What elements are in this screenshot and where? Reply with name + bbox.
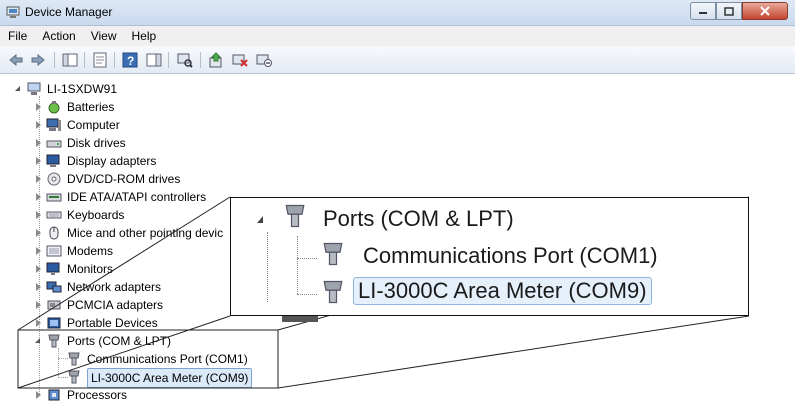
tree-item-label: Ports (COM & LPT) (67, 334, 172, 348)
port-icon (323, 280, 343, 304)
tree-item-label: PCMCIA adapters (67, 298, 164, 312)
expand-arrow-icon[interactable] (36, 247, 41, 255)
modem-icon (46, 245, 62, 257)
callout-com1-label: Communications Port (COM1) (363, 243, 658, 268)
tree-guide-line (297, 294, 317, 295)
expand-arrow-icon[interactable] (36, 157, 41, 165)
ide-controller-icon (46, 193, 62, 202)
expand-arrow-icon[interactable] (36, 193, 41, 201)
tree-item-label: Computer (67, 118, 120, 132)
close-icon (760, 6, 770, 16)
callout-ports-label: Ports (COM & LPT) (323, 206, 514, 231)
processor-icon (48, 389, 60, 401)
back-icon[interactable] (8, 52, 24, 68)
show-hide-tree-icon[interactable] (62, 52, 78, 68)
dvd-drive-icon (47, 172, 61, 186)
collapse-arrow-icon (257, 216, 263, 223)
maximize-button[interactable] (716, 2, 742, 20)
tree-item-label-selected: LI-3000C Area Meter (COM9) (87, 368, 253, 388)
menu-help[interactable]: Help (131, 29, 157, 43)
tree-item-label: Batteries (67, 100, 115, 114)
menu-file[interactable]: File (8, 29, 28, 43)
tree-guide-line (297, 236, 298, 294)
pcmcia-icon (47, 300, 61, 310)
computer-icon (46, 118, 61, 131)
maximize-icon (724, 6, 734, 16)
uninstall-icon[interactable] (232, 52, 248, 68)
port-icon (68, 352, 80, 366)
help-icon[interactable]: ? (122, 52, 138, 68)
disk-drive-icon (46, 140, 62, 148)
port-icon (285, 204, 305, 228)
computer-icon (27, 82, 41, 95)
tree-guide-line (58, 348, 59, 378)
expand-arrow-icon[interactable] (36, 301, 41, 309)
tree-item-label: Monitors (67, 262, 114, 276)
display-adapter-icon (46, 154, 60, 167)
expand-arrow-icon[interactable] (36, 319, 41, 327)
forward-icon[interactable] (30, 52, 46, 68)
tree-root-label: LI-1SXDW91 (47, 82, 118, 96)
minimize-icon (699, 12, 707, 14)
tree-guide-line (267, 232, 268, 302)
expand-arrow-icon[interactable] (36, 139, 41, 147)
monitor-icon (46, 262, 60, 275)
tree-item-label: Portable Devices (67, 316, 158, 330)
expand-arrow-icon[interactable] (36, 391, 41, 399)
toolbar: ? (0, 46, 795, 74)
close-button[interactable] (742, 2, 788, 20)
tree-item-label: Disk drives (67, 136, 126, 150)
window-title: Device Manager (25, 5, 113, 19)
svg-text:?: ? (127, 54, 134, 68)
update-driver-icon[interactable] (208, 52, 224, 68)
tree-item-label: IDE ATA/ATAPI controllers (67, 190, 207, 204)
tree-item-label: Modems (67, 244, 114, 258)
expand-arrow-icon[interactable] (36, 265, 41, 273)
tree-item-label: Processors (67, 388, 128, 402)
toolbar-separator (200, 52, 201, 68)
collapse-arrow-icon[interactable] (35, 338, 40, 343)
scrollbar-fragment (282, 316, 318, 322)
scan-hardware-icon[interactable] (177, 52, 193, 68)
minimize-button[interactable] (690, 2, 716, 20)
toolbar-separator (114, 52, 115, 68)
toolbar-separator (54, 52, 55, 68)
title-bar: Device Manager (0, 0, 795, 26)
collapse-arrow-icon[interactable] (15, 86, 20, 91)
expand-arrow-icon[interactable] (36, 121, 41, 129)
battery-icon (48, 101, 60, 114)
expand-arrow-icon[interactable] (36, 283, 41, 291)
menu-view[interactable]: View (90, 29, 117, 43)
properties-icon[interactable] (92, 52, 108, 68)
action-pane-icon[interactable] (146, 52, 162, 68)
expand-arrow-icon[interactable] (36, 103, 41, 111)
tree-item-label: DVD/CD-ROM drives (67, 172, 181, 186)
toolbar-separator (84, 52, 85, 68)
tree-item-label: Display adapters (67, 154, 157, 168)
network-adapter-icon (46, 281, 62, 293)
port-icon (68, 370, 80, 384)
zoom-callout: Ports (COM & LPT) Communications Port (C… (230, 197, 749, 316)
menu-bar: File Action View Help (0, 26, 795, 46)
expand-arrow-icon[interactable] (36, 211, 41, 219)
expand-arrow-icon[interactable] (36, 229, 41, 237)
tree-item-label: Communications Port (COM1) (87, 352, 248, 366)
device-manager-icon (6, 6, 20, 18)
tree-item-label: Keyboards (67, 208, 125, 222)
portable-device-icon (47, 317, 61, 329)
port-icon (48, 334, 60, 348)
port-icon (323, 242, 343, 266)
callout-com9-label: LI-3000C Area Meter (COM9) (353, 277, 652, 305)
menu-action[interactable]: Action (42, 29, 76, 43)
disable-icon[interactable] (256, 52, 272, 68)
mouse-icon (49, 226, 59, 240)
expand-arrow-icon[interactable] (36, 175, 41, 183)
toolbar-separator (168, 52, 169, 68)
tree-guide-line (297, 258, 317, 259)
tree-item-label: Mice and other pointing devic (67, 226, 224, 240)
keyboard-icon (46, 211, 62, 219)
tree-item-label: Network adapters (67, 280, 162, 294)
